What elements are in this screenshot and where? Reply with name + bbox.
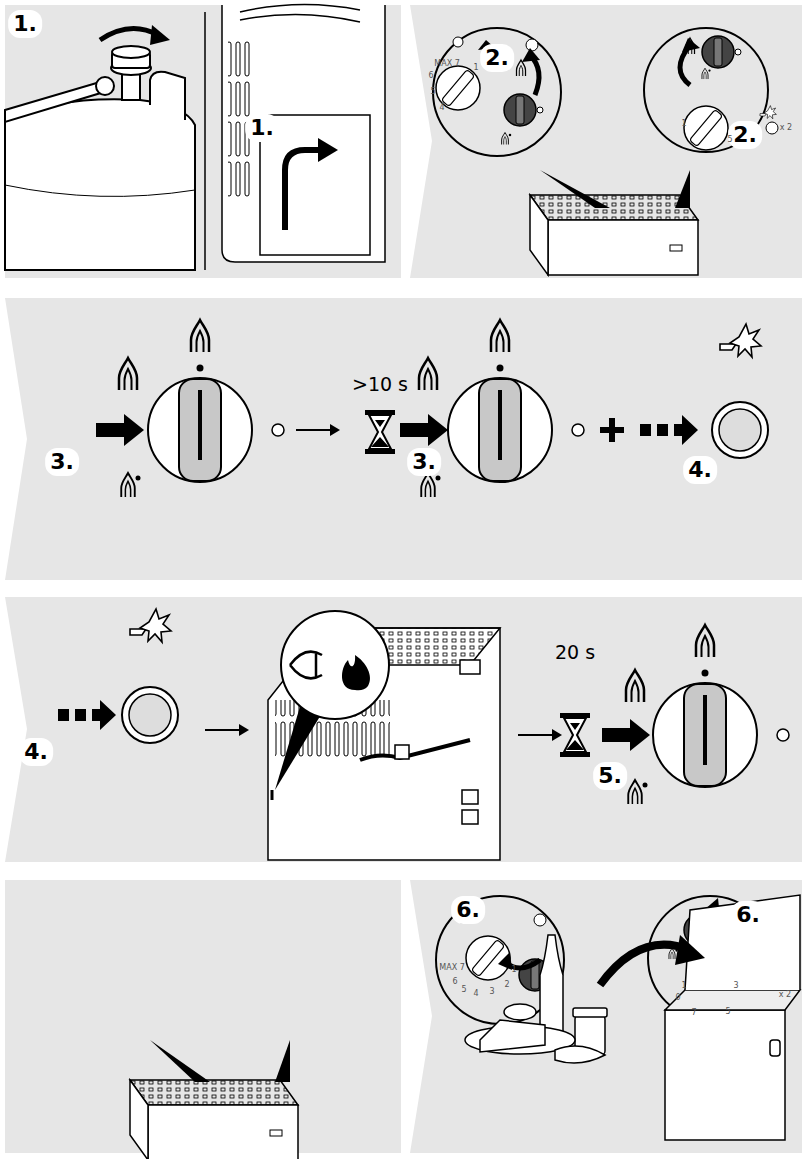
callout-number: 6. bbox=[731, 901, 765, 929]
dial-marking: MAX 7 bbox=[434, 60, 460, 68]
dial-marking: 0 bbox=[675, 994, 680, 1002]
dial-marking: x 2 bbox=[780, 124, 792, 132]
dial-marking: 3 bbox=[733, 982, 738, 990]
dial-marking: 1 bbox=[473, 64, 478, 72]
dial-marking: MAX 7 bbox=[439, 964, 465, 972]
callout-number: 2. bbox=[480, 44, 514, 72]
callout-number: 3. bbox=[407, 448, 441, 476]
time-label: >10 s bbox=[350, 374, 410, 395]
dial-marking: 5 bbox=[461, 986, 466, 994]
callout-number: 5. bbox=[593, 762, 627, 790]
dial-marking: 4 bbox=[473, 990, 478, 998]
callout-number: 4. bbox=[683, 456, 717, 484]
callout-number: 6. bbox=[451, 896, 485, 924]
dial-marking: 5 bbox=[727, 136, 732, 144]
dial-marking: 1 bbox=[681, 982, 686, 990]
dial-marking: 2 bbox=[504, 981, 509, 989]
callout-number: 4. bbox=[19, 738, 53, 766]
dial-marking: 4 bbox=[439, 104, 444, 112]
time-label: 20 s bbox=[553, 642, 597, 663]
dial-marking: x 2 bbox=[779, 991, 791, 999]
callout-number: 3. bbox=[45, 448, 79, 476]
callout-number: 1. bbox=[8, 10, 42, 38]
dial-marking: 1 bbox=[681, 120, 686, 128]
dial-marking: 5 bbox=[430, 88, 435, 96]
dial-marking: 6 bbox=[428, 72, 433, 80]
dial-marking: 1 bbox=[511, 966, 516, 974]
dial-marking: 6 bbox=[452, 978, 457, 986]
callout-number: 2. bbox=[728, 121, 762, 149]
dial-marking: 5 bbox=[725, 1008, 730, 1016]
dial-marking: 7 bbox=[691, 1009, 696, 1017]
callout-number: 1. bbox=[245, 114, 279, 142]
dial-marking: 3 bbox=[489, 988, 494, 996]
